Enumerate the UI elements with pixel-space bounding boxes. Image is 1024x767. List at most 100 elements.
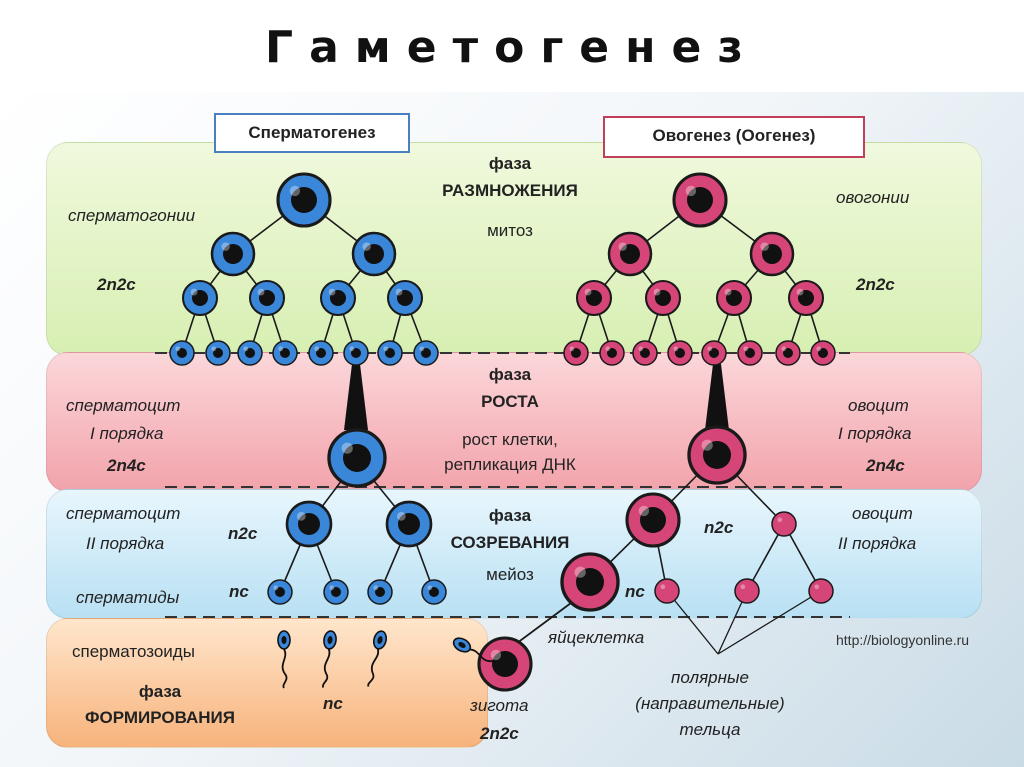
spermatid-cell xyxy=(367,579,393,605)
growth-wedge-sperm xyxy=(344,364,368,430)
oogonium-cell xyxy=(599,340,625,366)
oogenesis-box: Овогенез (Оогенез) xyxy=(603,116,865,158)
spermatogonium-cell xyxy=(248,279,286,317)
spermatocyte2-label-2: II порядка xyxy=(86,534,165,553)
polar-body-cell xyxy=(734,578,760,604)
oocyte-2-cell xyxy=(625,492,681,548)
oogonia-label: овогонии xyxy=(836,188,910,207)
polar-body-cell xyxy=(654,578,680,604)
spermatogenesis-box: Сперматогенез xyxy=(214,113,410,153)
ploidy-label: nc xyxy=(625,582,645,601)
egg-cell-label: яйцеклетка xyxy=(548,628,645,647)
spermatocyte1-label-1: сперматоцит xyxy=(66,396,181,415)
maturation-phase-word: фаза xyxy=(488,506,532,525)
spermatogonium-cell xyxy=(386,279,424,317)
spermatogonium-cell xyxy=(272,340,298,366)
oocyte1-label-1: овоцит xyxy=(848,396,909,415)
growth-phase-process-1: рост клетки, xyxy=(462,430,558,449)
oogonium-cell xyxy=(563,340,589,366)
oocyte-1-cell xyxy=(687,425,747,485)
oocyte2-label-1: овоцит xyxy=(852,504,913,523)
oocyte2-label-2: II порядка xyxy=(838,534,917,553)
spermatogonium-cell xyxy=(237,340,263,366)
maturation-phase-name: СОЗРЕВАНИЯ xyxy=(450,533,570,552)
spermatogonium-cell xyxy=(343,340,369,366)
oocyte1-label-2: I порядка xyxy=(838,424,912,443)
lineage-line xyxy=(746,523,785,592)
oogonium-cell xyxy=(667,340,693,366)
spermatogonium-cell xyxy=(413,340,439,366)
spermatozoon xyxy=(277,630,291,689)
spermatogonium-cell xyxy=(351,231,397,277)
oogonium-cell xyxy=(749,231,795,277)
spermatozoon xyxy=(452,637,504,670)
spermatocyte-2-cell xyxy=(385,500,433,548)
spermatogonium-cell xyxy=(319,279,357,317)
polar-bodies-label-2: (направительные) xyxy=(635,694,785,713)
growth-phase-word: фаза xyxy=(488,365,532,384)
spermatocyte1-label-2: I порядка xyxy=(90,424,164,443)
spermatogonium-cell xyxy=(181,279,219,317)
page-title: Гаметогенез xyxy=(265,22,759,73)
formation-phase-band xyxy=(46,618,488,748)
oogonium-cell xyxy=(701,340,727,366)
ploidy-label: 2n2c xyxy=(97,275,136,294)
reproduction-phase-name: РАЗМНОЖЕНИЯ xyxy=(442,181,578,200)
reproduction-phase-band xyxy=(46,142,982,356)
spermatozoa-label: сперматозоиды xyxy=(72,642,195,661)
ploidy-label: nc xyxy=(323,694,343,713)
source-url: http://biologyonline.ru xyxy=(836,632,970,648)
spermatocyte-2-cell xyxy=(285,500,333,548)
spermatid-cell xyxy=(421,579,447,605)
oogonium-cell xyxy=(607,231,653,277)
spermatid-cell xyxy=(267,579,293,605)
ploidy-label: 2n4c xyxy=(866,456,905,475)
reproduction-phase-word: фаза xyxy=(488,154,532,173)
spermatogonium-cell xyxy=(205,340,231,366)
oogonium-cell xyxy=(775,340,801,366)
oogonium-cell xyxy=(810,340,836,366)
formation-phase-name: ФОРМИРОВАНИЯ xyxy=(85,708,235,727)
oogonium-cell xyxy=(787,279,825,317)
oogonium-cell xyxy=(715,279,753,317)
ploidy-label: n2c xyxy=(704,518,734,537)
spermatogonium-cell xyxy=(377,340,403,366)
spermatozoon xyxy=(322,630,337,688)
lineage-line xyxy=(666,590,719,655)
spermatozoon xyxy=(367,630,388,687)
growth-phase-band xyxy=(46,352,982,492)
oogonium-cell xyxy=(575,279,613,317)
reproduction-phase-process: митоз xyxy=(487,221,533,240)
oogonium-cell xyxy=(644,279,682,317)
oogonium-cell xyxy=(632,340,658,366)
lineage-line xyxy=(717,590,822,655)
ploidy-label: 2n2c xyxy=(480,724,519,743)
ploidy-label: nc xyxy=(229,582,249,601)
ploidy-label: n2c xyxy=(228,524,258,543)
spermatogonia-label: сперматогонии xyxy=(68,206,196,225)
growth-phase-name: РОСТА xyxy=(481,392,539,411)
growth-phase-process-2: репликация ДНК xyxy=(444,455,576,474)
polar-bodies-label-3: тельца xyxy=(679,720,741,739)
zygote-cell xyxy=(477,636,533,692)
spermatogonium-cell xyxy=(276,172,332,228)
oogonium-cell xyxy=(672,172,728,228)
zygote-label: зигота xyxy=(470,696,529,715)
spermatids-label: сперматиды xyxy=(76,588,180,607)
cells xyxy=(169,172,836,692)
spermatogonium-cell xyxy=(210,231,256,277)
spermatogonium-cell xyxy=(308,340,334,366)
ploidy-label: 2n2c xyxy=(856,275,895,294)
phase-dividers xyxy=(155,352,850,618)
polar-bodies-label-1: полярные xyxy=(671,668,749,687)
lineage-line xyxy=(783,523,822,592)
spermatocyte-1-cell xyxy=(327,428,387,488)
polar-body-cell xyxy=(771,511,797,537)
spermatid-cell xyxy=(323,579,349,605)
spermatocyte2-label-1: сперматоцит xyxy=(66,504,181,523)
polar-body-cell xyxy=(808,578,834,604)
growth-wedge-egg xyxy=(705,364,729,430)
ploidy-label: 2n4c xyxy=(107,456,146,475)
maturation-phase-process: мейоз xyxy=(486,565,534,584)
